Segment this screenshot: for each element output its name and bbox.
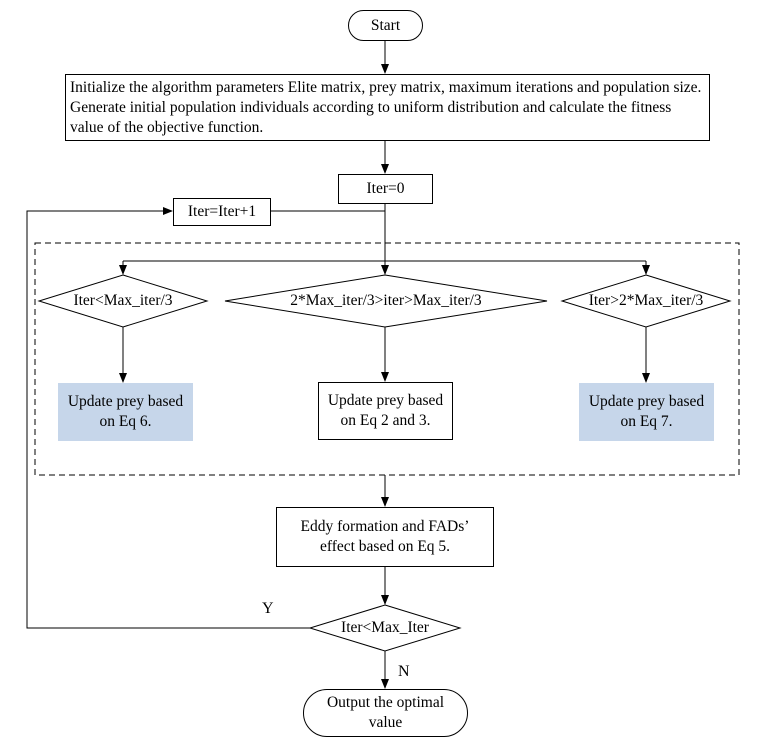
update-prey-mid-box: Update prey based on Eq 2 and 3.	[318, 382, 453, 440]
iter-increment-label: Iter=Iter+1	[187, 203, 257, 220]
eddy-formation-line2: effect based on Eq 5.	[319, 538, 451, 555]
output-line2: value	[368, 714, 403, 731]
start-label: Start	[370, 16, 401, 34]
decision-mid-text: 2*Max_iter/3>iter>Max_iter/3	[290, 292, 482, 309]
update-prey-left-line2: on Eq 6.	[99, 413, 152, 430]
no-branch-label: N	[398, 663, 410, 680]
iter-init-box: Iter=0	[338, 174, 433, 204]
eddy-formation-line1: Eddy formation and FADs’	[300, 518, 470, 535]
yes-branch-label: Y	[262, 600, 274, 617]
output-terminal: Output the optimal value	[303, 689, 468, 737]
decision-right-text: Iter>2*Max_iter/3	[588, 292, 704, 309]
update-prey-left-box: Update prey based on Eq 6.	[58, 383, 193, 441]
decision-loop-text: Iter<Max_Iter	[341, 619, 429, 636]
eddy-formation-box: Eddy formation and FADs’ effect based on…	[276, 507, 494, 567]
iter-init-label: Iter=0	[366, 180, 405, 197]
update-prey-right-box: Update prey based on Eq 7.	[579, 383, 714, 441]
update-prey-mid-line2: on Eq 2 and 3.	[340, 412, 431, 429]
output-line1: Output the optimal	[326, 694, 445, 711]
update-prey-right-line1: Update prey based	[588, 393, 705, 410]
branch-group-frame	[34, 242, 740, 476]
connector-yes-loop-back	[26, 207, 310, 629]
update-prey-mid-line1: Update prey based	[327, 392, 444, 409]
iter-increment-box: Iter=Iter+1	[173, 198, 271, 226]
update-prey-right-line2: on Eq 7.	[620, 413, 673, 430]
update-prey-left-line1: Update prey based	[67, 393, 184, 410]
start-terminal: Start	[348, 10, 423, 41]
decision-left-text: Iter<Max_iter/3	[73, 292, 173, 309]
init-process-text: Initialize the algorithm parameters Elit…	[70, 79, 702, 136]
init-process-box: Initialize the algorithm parameters Elit…	[65, 74, 710, 141]
